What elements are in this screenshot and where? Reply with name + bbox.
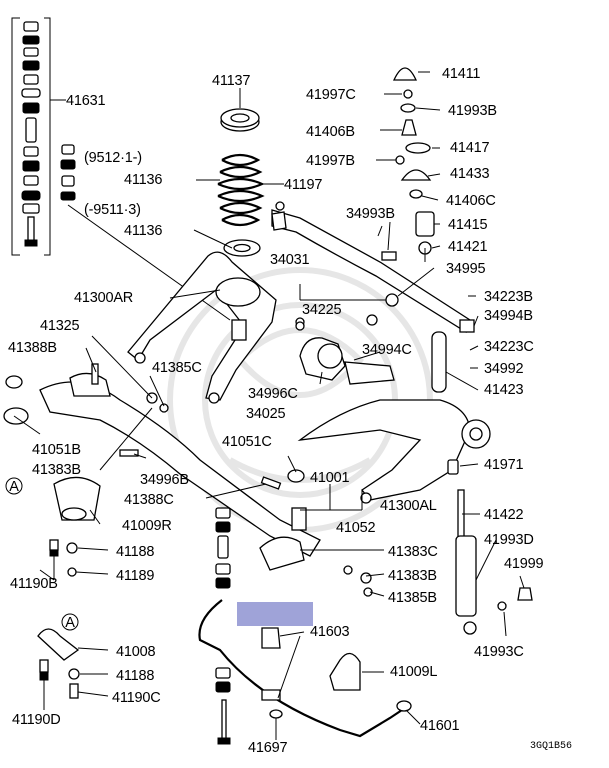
footer-code: 3GQ1B56	[530, 741, 572, 752]
label-41993b: 41993B	[448, 103, 497, 119]
diff-mount	[295, 314, 395, 385]
stabilizer-links	[215, 507, 361, 745]
label-41190c: 41190C	[112, 690, 161, 706]
trailing-arm-right	[127, 251, 277, 404]
crossmember	[271, 201, 475, 333]
label-41385c: 41385C	[152, 360, 202, 376]
coil-spring	[217, 108, 265, 257]
label-41051c: 41051C	[222, 434, 272, 450]
label-34996c: 34996C	[248, 386, 298, 402]
label-41383b-right: 41383B	[388, 568, 437, 584]
note-9512: (9512·1-)	[84, 150, 142, 166]
shock-absorber	[431, 331, 477, 635]
label-41188-a: 41188	[116, 544, 154, 560]
label-41999: 41999	[504, 556, 543, 572]
label-34994b: 34994B	[484, 308, 533, 324]
label-41603: 41603	[310, 624, 349, 640]
left-small-parts	[37, 251, 533, 704]
label-41406b: 41406B	[306, 124, 355, 140]
label-41136-upper: 41136	[124, 172, 162, 188]
label-34992: 34992	[484, 361, 523, 377]
label-41388c: 41388C	[124, 492, 174, 508]
label-41993c: 41993C	[474, 644, 524, 660]
label-41423: 41423	[484, 382, 523, 398]
label-41601: 41601	[420, 718, 459, 734]
label-41188-b: 41188	[116, 668, 154, 684]
label-41631: 41631	[66, 93, 105, 109]
label-41300al: 41300AL	[380, 498, 437, 514]
label-41051b: 41051B	[32, 442, 81, 458]
label-41001: 41001	[310, 470, 349, 486]
labels: 41631 41137 41136 41197 41136 41300AR 41…	[8, 66, 572, 756]
shock-mount-stack	[392, 67, 435, 262]
label-41422: 41422	[484, 507, 523, 523]
label-41385b: 41385B	[388, 590, 437, 606]
label-41383c: 41383C	[388, 544, 438, 560]
label-41009l: 41009L	[390, 664, 437, 680]
label-41411: 41411	[442, 66, 480, 82]
label-34995: 34995	[446, 261, 485, 277]
label-41190b: 41190B	[10, 576, 58, 592]
nut-column	[60, 144, 231, 321]
label-41009r: 41009R	[122, 518, 172, 534]
svg-text:A: A	[65, 615, 75, 631]
label-34996b: 34996B	[140, 472, 189, 488]
label-41189: 41189	[116, 568, 154, 584]
label-41406c: 41406C	[446, 193, 496, 209]
leader-lines	[13, 71, 525, 740]
label-34031: 34031	[270, 252, 309, 268]
label-34225: 34225	[302, 302, 341, 318]
label-41997b: 41997B	[306, 153, 355, 169]
label-41300ar: 41300AR	[74, 290, 133, 306]
label-34993b: 34993B	[346, 206, 395, 222]
stabilizer-bar	[198, 599, 412, 738]
label-41137: 41137	[212, 73, 250, 89]
label-34994c: 34994C	[362, 342, 412, 358]
label-41190d: 41190D	[12, 712, 61, 728]
bushing-kit-41631	[11, 17, 66, 256]
label-41433: 41433	[450, 166, 489, 182]
ref-marker-left: A	[5, 477, 23, 495]
ref-marker-bottom: A	[61, 613, 79, 631]
label-34025: 34025	[246, 406, 285, 422]
label-41008: 41008	[116, 644, 155, 660]
label-41136-lower: 41136	[124, 223, 162, 239]
label-41971: 41971	[484, 457, 523, 473]
label-41697: 41697	[248, 740, 287, 756]
svg-text:A: A	[9, 479, 19, 495]
label-34223c: 34223C	[484, 339, 534, 355]
label-34223b: 34223B	[484, 289, 533, 305]
label-41993d: 41993D	[484, 532, 534, 548]
highlight-box	[237, 602, 313, 626]
subframe	[3, 372, 321, 571]
label-41997c: 41997C	[306, 87, 356, 103]
trailing-arm-left	[297, 399, 491, 504]
label-41421: 41421	[448, 239, 487, 255]
note-9511: (-9511·3)	[84, 202, 141, 218]
label-41383b-left: 41383B	[32, 462, 81, 478]
label-41415: 41415	[448, 217, 487, 233]
label-41325: 41325	[40, 318, 79, 334]
label-41052: 41052	[336, 520, 375, 536]
label-41388b: 41388B	[8, 340, 57, 356]
label-41197: 41197	[284, 177, 322, 193]
label-41417: 41417	[450, 140, 489, 156]
